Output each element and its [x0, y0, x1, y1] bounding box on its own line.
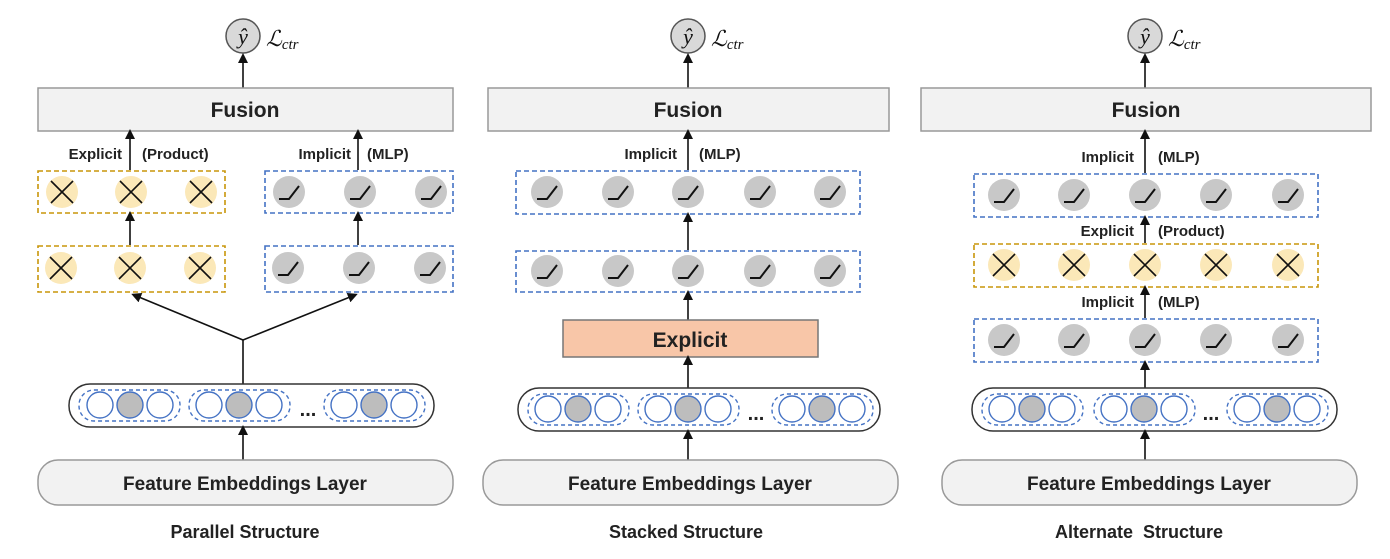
embedding-vector: ... — [517, 387, 881, 432]
cross-node — [1129, 249, 1161, 281]
relu-neuron — [1200, 324, 1232, 356]
relu-neuron — [602, 255, 634, 287]
cross-layer-bottom — [37, 245, 226, 293]
implicit-label: Implicit — [298, 146, 351, 163]
relu-neuron — [272, 252, 304, 284]
cross-node — [988, 249, 1020, 281]
relu-neuron — [343, 252, 375, 284]
mlp-label: (MLP) — [699, 146, 741, 163]
loss-label: ℒctr — [266, 26, 299, 53]
explicit-block-label: Explicit — [653, 329, 728, 352]
mlp-label: (MLP) — [367, 146, 409, 163]
relu-neuron — [814, 255, 846, 287]
implicit-label: Implicit — [1081, 149, 1134, 166]
cross-node — [184, 252, 216, 284]
implicit-label: Implicit — [624, 146, 677, 163]
relu-neuron — [1272, 324, 1304, 356]
relu-neuron — [672, 176, 704, 208]
feature-embeddings-label: Feature Embeddings Layer — [568, 474, 813, 495]
explicit-label: Explicit — [69, 146, 122, 163]
panel-caption: Stacked Structure — [609, 522, 763, 542]
panel-caption: Alternate Structure — [1055, 522, 1223, 542]
neuron-layer-bottom — [264, 245, 454, 293]
cross-node — [1058, 249, 1090, 281]
ellipsis: ... — [1203, 403, 1220, 425]
relu-neuron — [1058, 324, 1090, 356]
cross-layer — [973, 243, 1319, 288]
cross-node — [1272, 249, 1304, 281]
embedding-vector: ... — [971, 387, 1338, 432]
relu-neuron — [744, 255, 776, 287]
relu-neuron — [988, 324, 1020, 356]
neuron-layer-bottom — [973, 318, 1319, 363]
neuron-layer-top — [264, 170, 454, 214]
loss-label: ℒctr — [711, 26, 744, 53]
product-label: (Product) — [142, 146, 209, 163]
cross-node — [1200, 249, 1232, 281]
neuron-layer-bottom — [515, 250, 861, 293]
feature-embeddings-box — [482, 459, 899, 506]
relu-neuron — [273, 176, 305, 208]
feature-embeddings-box — [941, 459, 1358, 506]
panel-stacked: ŷ ℒctr Fusion Implicit (MLP) Explicit — [482, 18, 899, 542]
relu-neuron — [531, 176, 563, 208]
explicit-block — [562, 319, 819, 358]
feature-embeddings-label: Feature Embeddings Layer — [1027, 474, 1272, 495]
relu-neuron — [1129, 179, 1161, 211]
relu-neuron — [1058, 179, 1090, 211]
loss-label: ℒctr — [1168, 26, 1201, 53]
fusion-box — [920, 87, 1372, 132]
fusion-label: Fusion — [211, 99, 280, 122]
relu-neuron — [414, 252, 446, 284]
output-y-hat-label: ŷ — [236, 24, 248, 49]
fusion-box — [37, 87, 454, 132]
explicit-label: Explicit — [1081, 223, 1134, 240]
relu-neuron — [1272, 179, 1304, 211]
relu-neuron — [744, 176, 776, 208]
fusion-label: Fusion — [654, 99, 723, 122]
relu-neuron — [1129, 324, 1161, 356]
panel-caption: Parallel Structure — [170, 522, 319, 542]
relu-neuron — [814, 176, 846, 208]
output-y-hat-label: ŷ — [1138, 24, 1150, 49]
relu-neuron — [672, 255, 704, 287]
implicit-label: Implicit — [1081, 294, 1134, 311]
arrow-split-to-explicit — [131, 293, 244, 341]
embedding-vector: ... — [68, 383, 435, 428]
cross-node — [46, 176, 78, 208]
mlp-label: (MLP) — [1158, 149, 1200, 166]
feature-embeddings-label: Feature Embeddings Layer — [123, 474, 368, 495]
relu-neuron — [415, 176, 447, 208]
mlp-label: (MLP) — [1158, 294, 1200, 311]
ellipsis: ... — [300, 399, 317, 421]
relu-neuron — [602, 176, 634, 208]
panel-parallel: ŷ ℒctr Fusion Explicit (Product) Implici… — [37, 18, 454, 542]
feature-embeddings-box — [37, 459, 454, 506]
panel-alternate: ŷ ℒctr Fusion Implicit (MLP) Explicit (P… — [920, 18, 1372, 542]
relu-neuron — [531, 255, 563, 287]
relu-neuron — [988, 179, 1020, 211]
ellipsis: ... — [748, 403, 765, 425]
neuron-layer-top — [973, 173, 1319, 218]
product-label: (Product) — [1158, 223, 1225, 240]
relu-neuron — [1200, 179, 1232, 211]
cross-node — [45, 252, 77, 284]
arrow-split-to-implicit — [242, 292, 358, 341]
neuron-layer-top — [515, 170, 861, 215]
relu-neuron — [344, 176, 376, 208]
cross-node — [115, 176, 147, 208]
fusion-label: Fusion — [1112, 99, 1181, 122]
output-y-hat-label: ŷ — [681, 24, 693, 49]
cross-layer-top — [37, 170, 226, 214]
cross-node — [185, 176, 217, 208]
cross-node — [114, 252, 146, 284]
